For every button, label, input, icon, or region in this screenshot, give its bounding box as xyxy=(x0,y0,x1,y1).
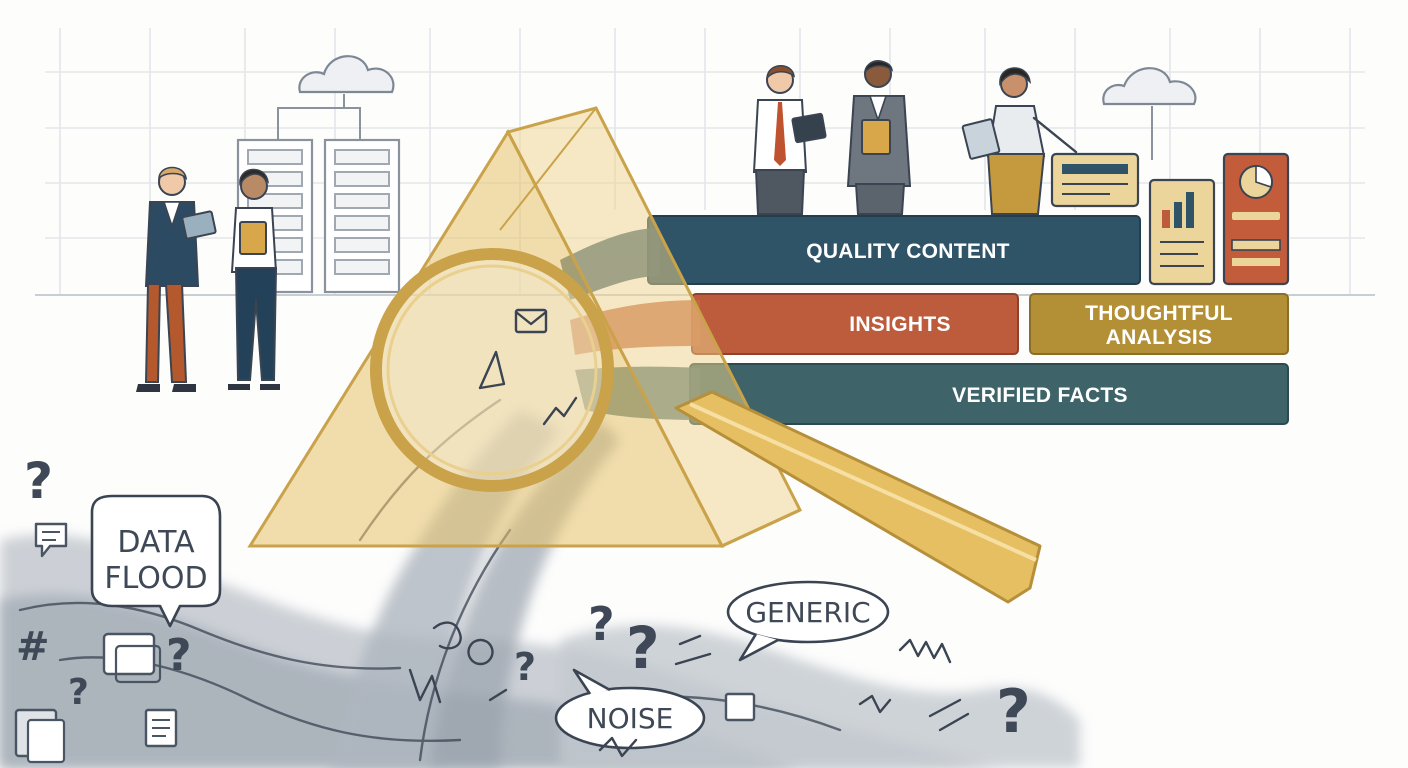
insights-label: INSIGHTS xyxy=(849,313,951,336)
svg-text:?: ? xyxy=(68,672,89,713)
thoughtful-analysis-label-line2: ANALYSIS xyxy=(1106,326,1213,349)
document-icon xyxy=(724,692,756,722)
person-man-with-tablet xyxy=(136,166,217,392)
svg-text:?: ? xyxy=(996,677,1031,747)
svg-text:?: ? xyxy=(626,614,660,682)
pie-chart-icon xyxy=(1222,152,1290,286)
question-mark-icon: ? xyxy=(588,597,615,651)
generic-bubble: GENERIC xyxy=(726,580,890,662)
svg-text:?: ? xyxy=(166,630,192,681)
cloud-connector xyxy=(277,94,1153,160)
verified-facts-bar: VERIFIED FACTS xyxy=(689,363,1289,425)
triangle-icon xyxy=(478,350,506,390)
data-flood-bubble: DATA FLOOD xyxy=(90,494,222,628)
question-mark-icon: ? xyxy=(514,645,536,689)
magnifying-glass-icon xyxy=(370,248,1042,604)
verified-facts-label: VERIFIED FACTS xyxy=(952,384,1128,407)
question-mark-icon: ? xyxy=(626,614,660,682)
bar-chart-icon xyxy=(1148,178,1216,286)
chat-bubble-icon xyxy=(34,522,68,558)
hashtag-icon: # xyxy=(16,624,50,670)
question-mark-icon: ? xyxy=(166,630,192,681)
quality-content-label: QUALITY CONTENT xyxy=(806,240,1010,263)
document-icon xyxy=(14,708,66,764)
svg-text:?: ? xyxy=(514,645,536,689)
cloud-icon xyxy=(298,55,395,94)
noise-text: NOISE xyxy=(587,702,674,735)
person-woman-with-clipboard xyxy=(961,67,1078,215)
thoughtful-analysis-bar: THOUGHTFUL ANALYSIS xyxy=(1029,293,1289,355)
person-woman-with-folder xyxy=(228,168,280,390)
thoughtful-analysis-label-line1: THOUGHTFUL xyxy=(1085,302,1233,325)
bar-chart-icon xyxy=(542,396,578,426)
person-man-with-tablet xyxy=(752,65,827,215)
question-mark-icon: ? xyxy=(24,452,53,510)
question-mark-icon: ? xyxy=(68,672,89,713)
dashboard-panel-icon xyxy=(1050,152,1140,208)
quality-content-bar: QUALITY CONTENT xyxy=(647,215,1141,285)
server-rack-icon xyxy=(323,138,401,294)
svg-text:?: ? xyxy=(588,597,615,651)
question-mark-icon: ? xyxy=(996,677,1031,747)
envelope-icon xyxy=(514,308,548,334)
cloud-icon xyxy=(1102,67,1197,106)
squiggle-doodle xyxy=(408,621,970,758)
generic-text: GENERIC xyxy=(745,596,870,629)
document-icon xyxy=(144,708,178,748)
noise-bubble: NOISE xyxy=(554,668,706,750)
insights-bar: INSIGHTS xyxy=(691,293,1019,355)
chat-bubble-icon xyxy=(102,632,162,684)
data-flood-text-line2: FLOOD xyxy=(104,561,207,596)
person-man-with-folder xyxy=(846,60,912,215)
svg-text:?: ? xyxy=(24,452,53,510)
data-flood-text-line1: DATA xyxy=(117,525,195,560)
svg-text:#: # xyxy=(16,624,50,670)
